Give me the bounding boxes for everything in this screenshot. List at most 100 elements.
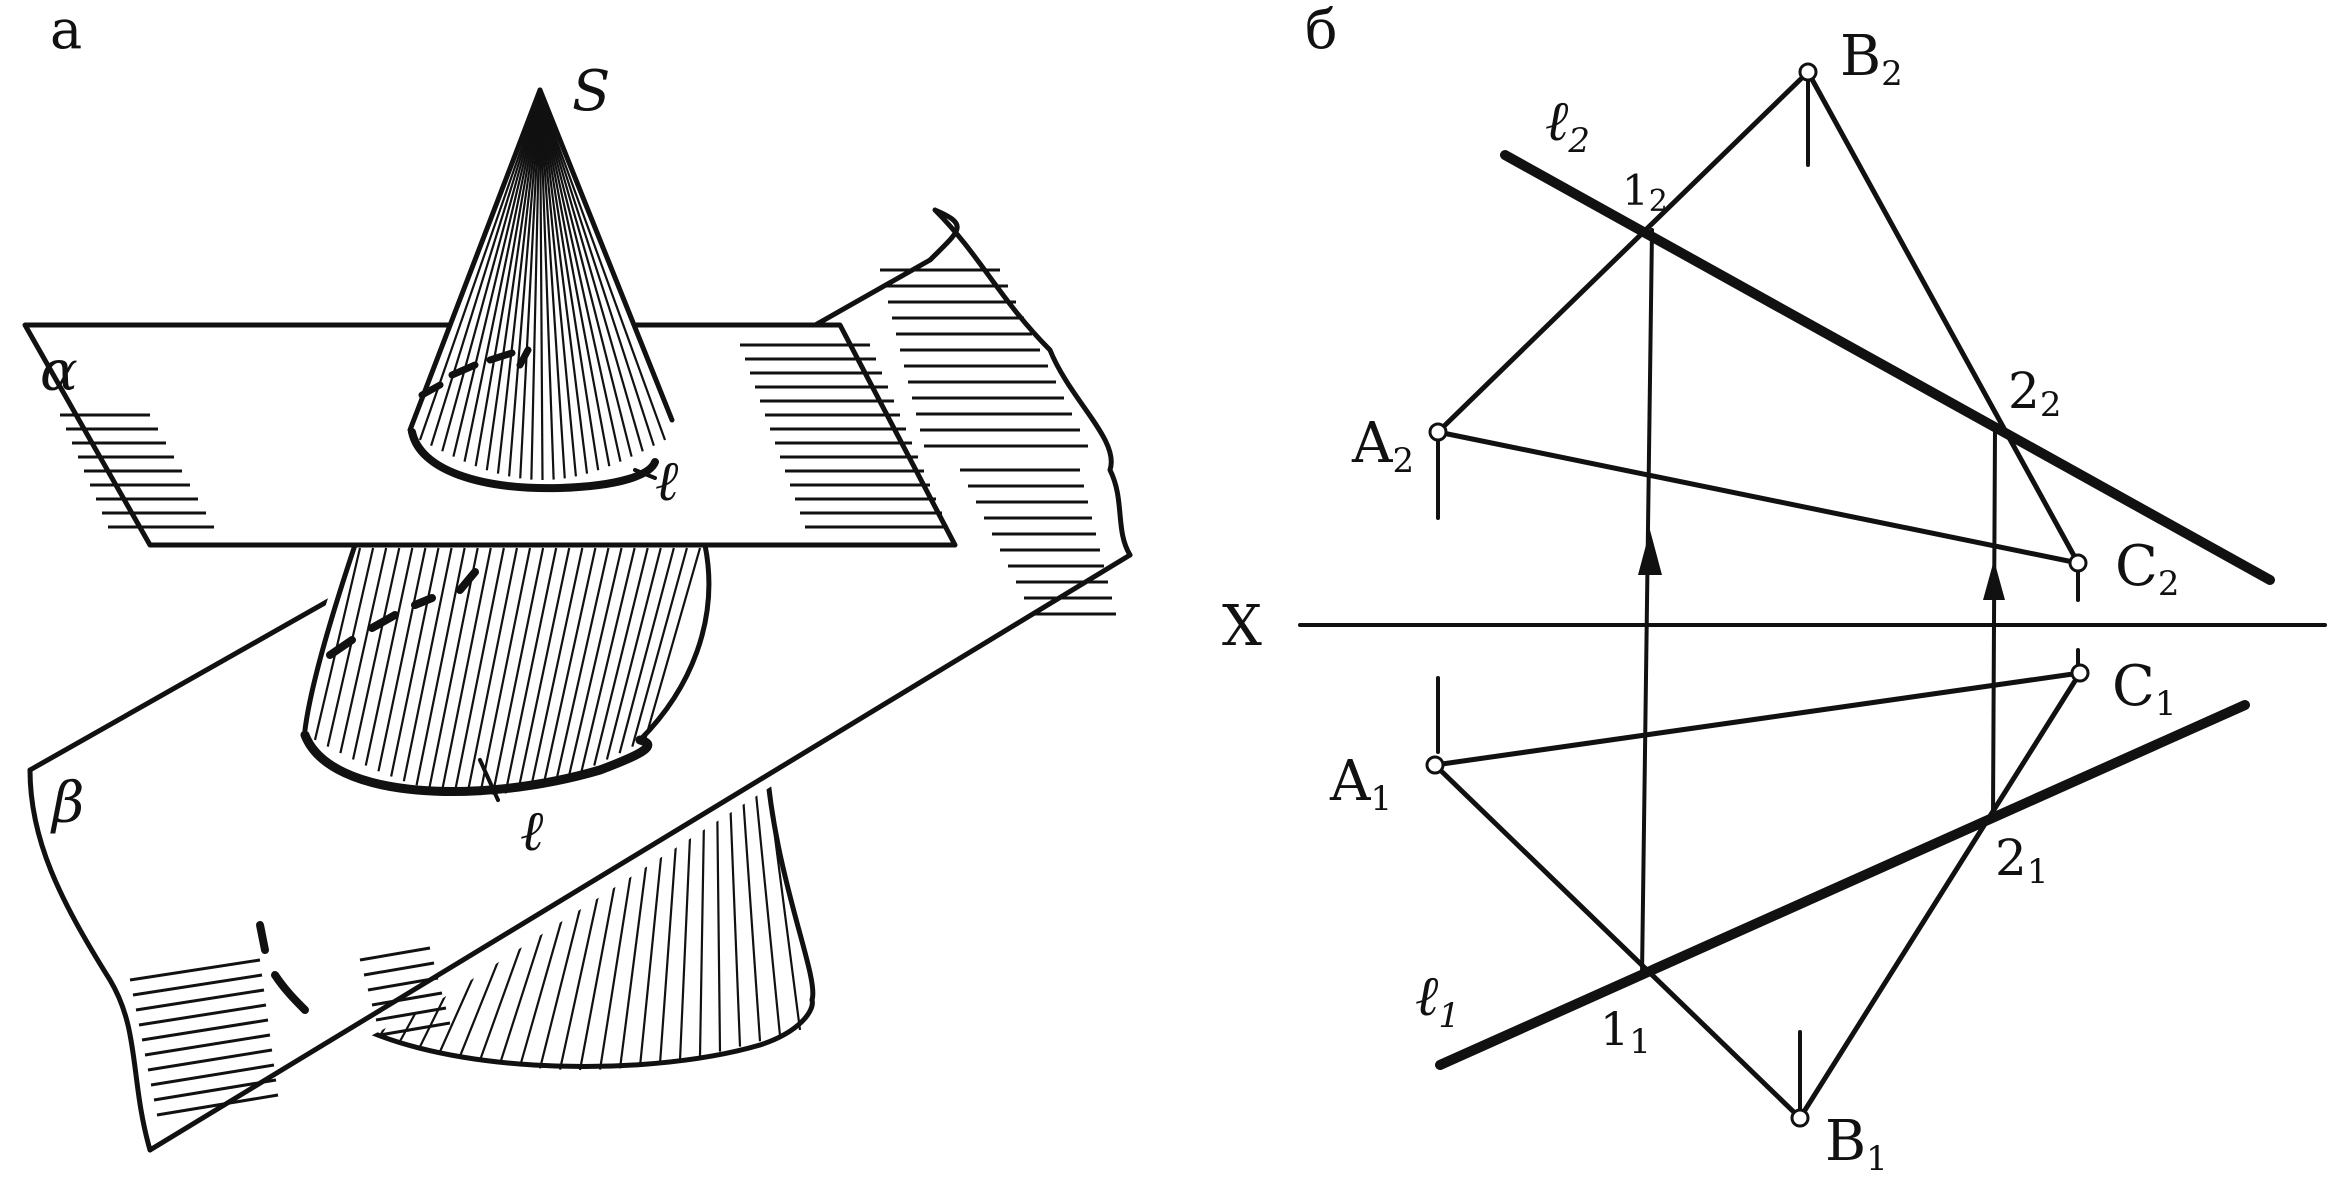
plane-alpha-hatching: [60, 343, 948, 529]
cone-ruling: [352, 547, 401, 760]
hatch-stroke: [156, 1093, 279, 1117]
hatch-stroke: [141, 1018, 269, 1042]
panel-label-a: а: [50, 0, 82, 61]
label-a1: A1: [1329, 749, 1392, 819]
cone-ruling: [519, 94, 542, 479]
cone-ruling: [507, 94, 542, 477]
cone-ruling: [339, 547, 388, 754]
hatch-stroke: [371, 991, 443, 1007]
label-2-2: 22: [2008, 362, 2061, 425]
cone-ruling: [763, 759, 802, 1031]
cone-ruling: [452, 94, 542, 457]
cone-ruling: [538, 94, 667, 441]
label-l2: ℓ2: [1545, 89, 1590, 161]
label-b2: B2: [1840, 24, 1903, 94]
hatch-stroke: [379, 1021, 451, 1037]
link-line-2: [1983, 428, 2005, 817]
label-1-2: 12: [1622, 166, 1668, 219]
cone-middle-rulings: [313, 547, 702, 796]
cone-ruling: [313, 547, 362, 741]
hatch-stroke: [150, 1063, 275, 1087]
cone-ruling: [605, 547, 662, 760]
panel-label-b: б: [1305, 0, 1338, 61]
link-line-1: [1638, 228, 1662, 977]
plane-beta-label: β: [50, 771, 84, 836]
cone-ruling: [631, 547, 688, 747]
plane-alpha-label: α: [40, 339, 78, 404]
projection-ticks: [1436, 78, 2080, 1110]
hatch-stroke: [132, 973, 263, 997]
triangle-a1b1c1: [1432, 670, 2083, 1121]
hatch-stroke: [359, 946, 431, 962]
cone-ruling: [326, 547, 375, 747]
vertex-c1-marker: [2070, 663, 2090, 683]
curve-l-upper-label: ℓ: [655, 449, 679, 514]
label-a2: A2: [1351, 411, 1414, 481]
hatch-stroke: [147, 1048, 273, 1072]
label-l1: ℓ1: [1415, 964, 1460, 1036]
cone-ruling: [517, 547, 571, 792]
label-c2: C2: [2115, 534, 2180, 604]
cone-ruling: [538, 94, 544, 481]
cone-ruling: [567, 547, 623, 777]
hatch-stroke: [363, 961, 435, 977]
cone-ruling: [364, 547, 414, 766]
cone-ruling: [727, 768, 742, 1047]
cone-ruling: [530, 94, 542, 480]
cone-ruling: [538, 94, 644, 452]
cone-ruling: [538, 94, 589, 474]
cone-ruling: [377, 547, 427, 772]
label-c1: C1: [2112, 654, 2177, 724]
hatch-stroke: [135, 988, 265, 1012]
cone-ruling: [538, 94, 633, 457]
cone-top-part: ℓ S: [407, 59, 679, 514]
cone-ruling: [593, 547, 649, 766]
plane-beta-hatching: [129, 268, 1116, 1117]
hatch-stroke: [138, 1003, 267, 1027]
vertex-markers: [1425, 62, 2090, 1128]
panel-right-projections: б X: [1222, 0, 2327, 1179]
vertex-c2-marker: [2068, 553, 2088, 573]
panel-left-cone-sections: а β ℓ: [22, 0, 1133, 1153]
cone-ruling: [538, 94, 566, 479]
vertex-a1-marker: [1425, 755, 1445, 775]
cone-ruling: [538, 94, 578, 477]
apex-s-label: S: [572, 59, 610, 124]
cone-ruling: [538, 94, 611, 467]
cone-ruling: [542, 547, 597, 786]
cone-ruling: [555, 547, 610, 782]
cone-ruling: [504, 547, 558, 794]
cone-ruling: [390, 547, 440, 777]
line-l1: [1435, 700, 2250, 1070]
vertex-a2-marker: [1428, 422, 1448, 442]
point-labels: B2 ℓ2 12 22 A2 C2 C1 A1 21 ℓ1 11 B1: [1329, 24, 2180, 1179]
cone-ruling: [751, 762, 782, 1036]
hatch-stroke: [375, 1006, 447, 1022]
cone-ruling: [485, 94, 542, 471]
cone-ruling: [739, 765, 762, 1042]
cone-ruling: [538, 94, 555, 480]
cone-ruling: [496, 94, 542, 474]
curve-l-lower-label: ℓ: [520, 799, 544, 864]
cone-ruling: [491, 547, 545, 795]
cone-ruling: [453, 547, 505, 794]
axis-x-label: X: [1222, 594, 1262, 659]
cone-ruling: [402, 547, 453, 782]
cone-ruling: [538, 94, 622, 462]
cone-ruling: [466, 547, 519, 795]
cone-ruling: [538, 94, 600, 471]
line-l2: [1500, 150, 2275, 585]
label-1-1: 11: [1600, 1002, 1651, 1062]
label-b1: B1: [1825, 1109, 1888, 1179]
hatch-stroke: [153, 1078, 277, 1102]
hatch-stroke: [129, 958, 261, 982]
cone-ruling: [441, 94, 542, 452]
cone-ruling: [529, 547, 584, 789]
cone-middle-part: ℓ: [300, 540, 712, 864]
cone-ruling: [415, 547, 466, 786]
triangle-a2b2c2: [1435, 69, 2081, 566]
cone-ruling: [428, 547, 479, 789]
vertex-b2-marker: [1798, 62, 1818, 82]
cone-ruling: [618, 547, 675, 754]
